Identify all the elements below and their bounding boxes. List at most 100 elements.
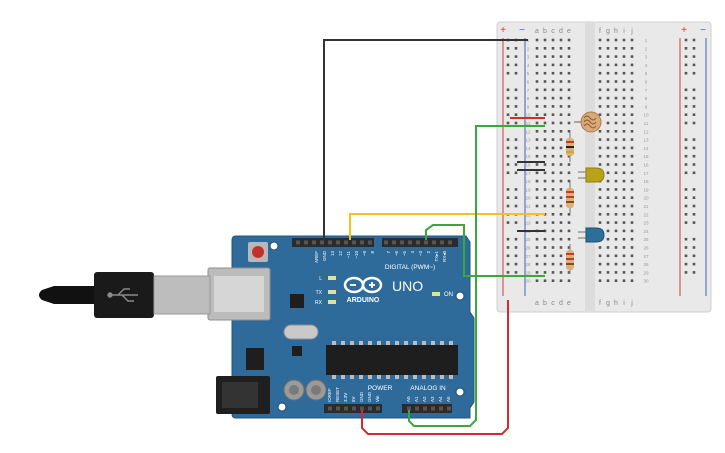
rail-hole[interactable] — [506, 105, 510, 108]
breadboard-hole[interactable] — [606, 113, 610, 116]
breadboard-hole[interactable] — [622, 196, 626, 199]
led-yellow[interactable] — [578, 167, 605, 183]
breadboard-hole[interactable] — [535, 146, 539, 150]
breadboard-hole[interactable] — [630, 63, 634, 67]
breadboard-hole[interactable] — [630, 130, 634, 133]
header-pin[interactable] — [368, 240, 372, 245]
breadboard-hole[interactable] — [630, 154, 634, 158]
breadboard-hole[interactable] — [606, 88, 610, 92]
breadboard-hole[interactable] — [630, 262, 634, 266]
rail-hole[interactable] — [684, 196, 688, 199]
breadboard-hole[interactable] — [622, 154, 626, 158]
rail-hole[interactable] — [692, 221, 696, 224]
breadboard-hole[interactable] — [614, 154, 618, 158]
breadboard-hole[interactable] — [630, 96, 634, 100]
breadboard-hole[interactable] — [559, 163, 563, 166]
rail-hole[interactable] — [514, 146, 518, 150]
breadboard-hole[interactable] — [630, 138, 634, 141]
rail-hole[interactable] — [514, 204, 518, 208]
breadboard-hole[interactable] — [622, 163, 626, 166]
rail-hole[interactable] — [692, 71, 696, 75]
rail-hole[interactable] — [692, 163, 696, 166]
breadboard-hole[interactable] — [622, 96, 626, 100]
rail-hole[interactable] — [692, 121, 696, 125]
breadboard-hole[interactable] — [606, 254, 610, 258]
breadboard-hole[interactable] — [551, 80, 555, 83]
breadboard-hole[interactable] — [622, 179, 626, 183]
breadboard-hole[interactable] — [614, 163, 618, 166]
breadboard-hole[interactable] — [551, 279, 555, 282]
breadboard-hole[interactable] — [614, 121, 618, 125]
rail-hole[interactable] — [514, 105, 518, 108]
reset-button[interactable] — [252, 246, 264, 258]
rail-hole[interactable] — [506, 47, 510, 50]
breadboard-hole[interactable] — [606, 121, 610, 125]
breadboard-hole[interactable] — [551, 262, 555, 266]
breadboard-hole[interactable] — [630, 38, 634, 42]
rail-hole[interactable] — [692, 63, 696, 67]
breadboard-hole[interactable] — [606, 262, 610, 266]
breadboard-hole[interactable] — [559, 279, 563, 282]
breadboard-hole[interactable] — [598, 80, 602, 83]
breadboard-hole[interactable] — [630, 105, 634, 108]
breadboard-hole[interactable] — [551, 163, 555, 166]
breadboard-hole[interactable] — [543, 146, 547, 150]
breadboard-hole[interactable] — [543, 121, 547, 125]
breadboard-hole[interactable] — [535, 113, 539, 116]
breadboard-hole[interactable] — [551, 179, 555, 183]
wire-green-a0[interactable] — [408, 125, 545, 427]
rail-hole[interactable] — [684, 96, 688, 100]
breadboard-hole[interactable] — [567, 105, 571, 108]
rail-hole[interactable] — [684, 171, 688, 175]
rail-hole[interactable] — [514, 113, 518, 116]
rail-hole[interactable] — [514, 121, 518, 125]
breadboard-hole[interactable] — [559, 146, 563, 150]
rail-hole[interactable] — [684, 63, 688, 67]
breadboard-hole[interactable] — [535, 171, 539, 175]
rail-hole[interactable] — [514, 71, 518, 75]
breadboard-hole[interactable] — [606, 279, 610, 282]
rail-hole[interactable] — [684, 213, 688, 216]
breadboard-hole[interactable] — [543, 171, 547, 175]
breadboard-hole[interactable] — [630, 47, 634, 50]
breadboard-hole[interactable] — [535, 154, 539, 158]
breadboard-hole[interactable] — [598, 204, 602, 208]
breadboard-hole[interactable] — [630, 246, 634, 249]
breadboard-hole[interactable] — [630, 179, 634, 183]
breadboard-hole[interactable] — [559, 188, 563, 191]
header-pin[interactable] — [448, 240, 452, 245]
breadboard-hole[interactable] — [543, 246, 547, 249]
breadboard-hole[interactable] — [622, 221, 626, 224]
breadboard-hole[interactable] — [630, 71, 634, 75]
breadboard-hole[interactable] — [543, 188, 547, 191]
breadboard-hole[interactable] — [606, 47, 610, 50]
rail-hole[interactable] — [514, 88, 518, 92]
breadboard-hole[interactable] — [567, 38, 571, 42]
breadboard-hole[interactable] — [622, 105, 626, 108]
breadboard-hole[interactable] — [559, 237, 563, 241]
breadboard-hole[interactable] — [543, 96, 547, 100]
breadboard-hole[interactable] — [614, 130, 618, 133]
rail-hole[interactable] — [514, 47, 518, 50]
breadboard-hole[interactable] — [559, 63, 563, 67]
breadboard-hole[interactable] — [598, 163, 602, 166]
breadboard-hole[interactable] — [630, 88, 634, 92]
rail-hole[interactable] — [514, 163, 518, 166]
breadboard-hole[interactable] — [606, 71, 610, 75]
rail-hole[interactable] — [514, 262, 518, 266]
rail-hole[interactable] — [506, 204, 510, 208]
breadboard-hole[interactable] — [551, 254, 555, 258]
rail-hole[interactable] — [506, 254, 510, 258]
rail-hole[interactable] — [514, 271, 518, 274]
breadboard-hole[interactable] — [598, 105, 602, 108]
breadboard-hole[interactable] — [535, 138, 539, 141]
breadboard-hole[interactable] — [614, 188, 618, 191]
breadboard-hole[interactable] — [551, 96, 555, 100]
breadboard-hole[interactable] — [606, 171, 610, 175]
breadboard-hole[interactable] — [543, 179, 547, 183]
breadboard-hole[interactable] — [606, 221, 610, 224]
breadboard-hole[interactable] — [630, 254, 634, 258]
breadboard-hole[interactable] — [630, 229, 634, 233]
breadboard-hole[interactable] — [567, 121, 571, 125]
rail-hole[interactable] — [506, 113, 510, 116]
